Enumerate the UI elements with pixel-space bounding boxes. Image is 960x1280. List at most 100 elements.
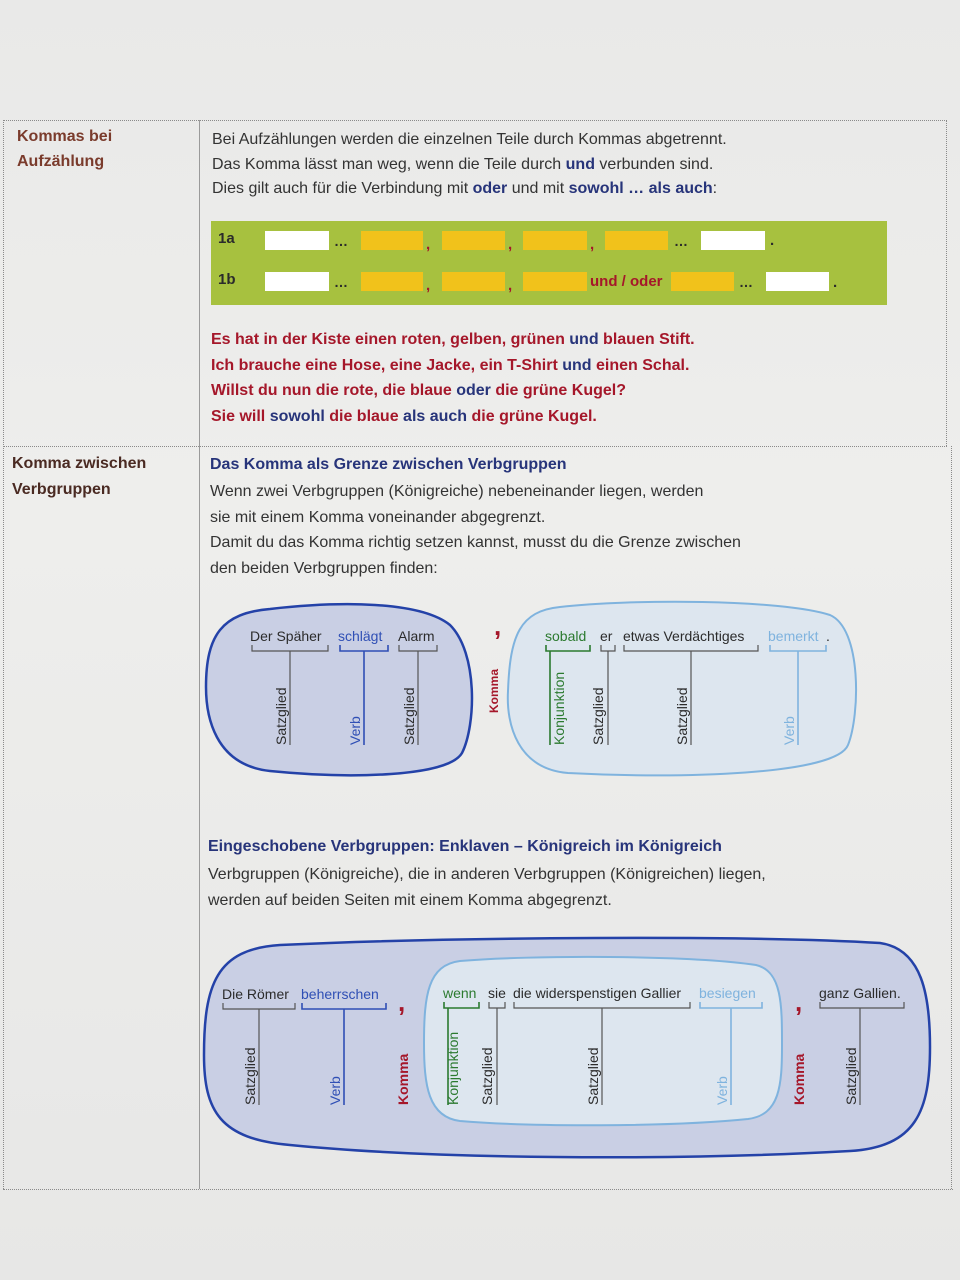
bracket-der-spaeher bbox=[251, 645, 329, 745]
example-sentence: Willst du nun die rote, die blaue oder d… bbox=[211, 378, 695, 404]
ellipsis: … bbox=[334, 233, 349, 249]
label-satzglied: Satzglied bbox=[674, 687, 690, 745]
comma-glyph-left: , bbox=[398, 987, 405, 1017]
table-bottom-border bbox=[3, 1189, 953, 1190]
white-slot bbox=[766, 272, 829, 291]
row-label-komma-zwischen-verbgruppen: Komma zwischen Verbgruppen bbox=[12, 455, 147, 498]
pattern-label-1a: 1a bbox=[218, 230, 235, 247]
column-divider bbox=[199, 120, 200, 1189]
word-sobald: sobald bbox=[545, 628, 586, 644]
bracket-bemerkt bbox=[769, 645, 827, 745]
left-verbgruppe-bubble bbox=[204, 602, 474, 777]
conjunction-word: als auch bbox=[403, 407, 468, 425]
white-slot bbox=[701, 231, 765, 250]
word-die-roemer: Die Römer bbox=[222, 986, 289, 1002]
comma-mark: , bbox=[508, 277, 513, 294]
sentence-part: die grüne Kugel. bbox=[467, 407, 597, 425]
word-die-widerspenstigen-gallier: die widerspenstigen Gallier bbox=[513, 985, 681, 1001]
verbgruppen-diagram-1: Der Späher schlägt Alarm Satzglied Verb … bbox=[204, 600, 858, 777]
period-mark: . bbox=[770, 232, 775, 249]
word-beherrschen: beherrschen bbox=[301, 986, 379, 1002]
bracket-alarm bbox=[398, 645, 438, 745]
bracket-besiegen bbox=[699, 1002, 763, 1105]
label-komma-right: Komma bbox=[791, 1053, 807, 1105]
label-konjunktion: Konjunktion bbox=[551, 672, 567, 745]
word-schlaegt: schlägt bbox=[338, 628, 382, 644]
bracket-die-roemer bbox=[222, 1003, 296, 1105]
ellipsis: … bbox=[334, 274, 349, 290]
conjunction-word: sowohl bbox=[269, 407, 325, 425]
comma-mark: , bbox=[426, 236, 431, 253]
label-komma: Komma bbox=[487, 669, 501, 713]
sentence-part: die grüne Kugel? bbox=[490, 382, 626, 399]
sentence-part: blauen Stift. bbox=[598, 331, 695, 348]
bracket-ganz-gallien bbox=[819, 1002, 905, 1105]
table-right-border bbox=[946, 120, 947, 446]
conjunction-word: und bbox=[569, 331, 599, 348]
bracket-beherrschen bbox=[301, 1003, 387, 1105]
conjunction-word: und bbox=[562, 356, 592, 374]
word-er: er bbox=[600, 628, 613, 644]
bracket-wenn bbox=[443, 1002, 480, 1105]
label-satzglied: Satzglied bbox=[479, 1047, 495, 1105]
label-verb: Verb bbox=[327, 1076, 343, 1105]
label-konjunktion: Konjunktion bbox=[445, 1032, 461, 1105]
label-verb: Verb bbox=[714, 1076, 730, 1105]
sentence-part: Sie will bbox=[211, 407, 270, 425]
word-besiegen: besiegen bbox=[699, 985, 756, 1001]
label-satzglied: Satzglied bbox=[242, 1047, 258, 1105]
example-sentences: Es hat in der Kiste einen roten, gelben,… bbox=[211, 327, 695, 429]
yellow-slot bbox=[442, 231, 505, 250]
section-heading-enklaven: Eingeschobene Verbgruppen: Enklaven – Kö… bbox=[208, 838, 722, 855]
table-left-border bbox=[3, 120, 4, 1189]
label-satzglied: Satzglied bbox=[273, 687, 289, 745]
bracket-schlaegt bbox=[339, 645, 389, 745]
yellow-slot bbox=[361, 231, 423, 250]
row-divider bbox=[3, 446, 947, 447]
label-verb: Verb bbox=[347, 716, 363, 745]
yellow-slot bbox=[671, 272, 734, 291]
period: . bbox=[826, 628, 830, 644]
example-sentence: Sie will sowohl die blaue als auch die g… bbox=[211, 404, 695, 430]
yellow-slot bbox=[605, 231, 668, 250]
label-komma-left: Komma bbox=[395, 1053, 411, 1105]
bracket-er bbox=[600, 645, 616, 745]
inner-verbgruppe-bubble bbox=[422, 955, 784, 1127]
label-satzglied: Satzglied bbox=[843, 1047, 859, 1105]
comma-glyph-right: , bbox=[795, 987, 802, 1017]
period-mark: . bbox=[833, 274, 838, 291]
intro-paragraph: Bei Aufzählungen werden die einzelnen Te… bbox=[212, 131, 727, 197]
sentence-part: Es hat in der Kiste einen roten, gelben,… bbox=[211, 331, 570, 348]
bracket-sobald bbox=[545, 645, 591, 745]
sentence-part: die blaue bbox=[324, 407, 404, 425]
row-label-kommas-bei-aufzaehlung: Kommas bei Aufzählung bbox=[17, 128, 113, 170]
ellipsis: … bbox=[739, 274, 754, 290]
pattern-label-1b: 1b bbox=[218, 271, 236, 288]
bracket-sie bbox=[488, 1002, 506, 1105]
word-wenn: wenn bbox=[442, 985, 476, 1001]
bracket-die-widerspenstigen-gallier bbox=[513, 1002, 691, 1105]
comma-mark: , bbox=[508, 236, 513, 253]
enklaven-paragraph: Verbgruppen (Königreiche), die in andere… bbox=[208, 866, 766, 909]
sentence-part: Willst du nun die rote, die blaue bbox=[211, 382, 457, 399]
comma-glyph: , bbox=[494, 611, 501, 641]
verbgruppen-diagram-2: Die Römer beherrschen Satzglied Verb , K… bbox=[202, 936, 932, 1159]
bracket-etwas-verdaechtiges bbox=[623, 645, 759, 745]
word-etwas-verdaechtiges: etwas Verdächtiges bbox=[623, 628, 744, 644]
example-sentence: Ich brauche eine Hose, eine Jacke, ein T… bbox=[211, 353, 695, 379]
word-sie: sie bbox=[488, 985, 506, 1001]
conjunction-word: oder bbox=[456, 382, 491, 399]
label-satzglied: Satzglied bbox=[401, 687, 417, 745]
label-satzglied: Satzglied bbox=[590, 687, 606, 745]
yellow-slot bbox=[361, 272, 423, 291]
word-alarm: Alarm bbox=[398, 628, 435, 644]
comma-mark: , bbox=[426, 277, 431, 294]
comma-mark: , bbox=[590, 236, 595, 253]
white-slot bbox=[265, 231, 329, 250]
ellipsis: … bbox=[674, 233, 689, 249]
table-right-border-lower bbox=[951, 446, 952, 1189]
word-der-spaeher: Der Späher bbox=[250, 628, 322, 644]
yellow-slot bbox=[523, 231, 587, 250]
label-verb: Verb bbox=[781, 716, 797, 745]
